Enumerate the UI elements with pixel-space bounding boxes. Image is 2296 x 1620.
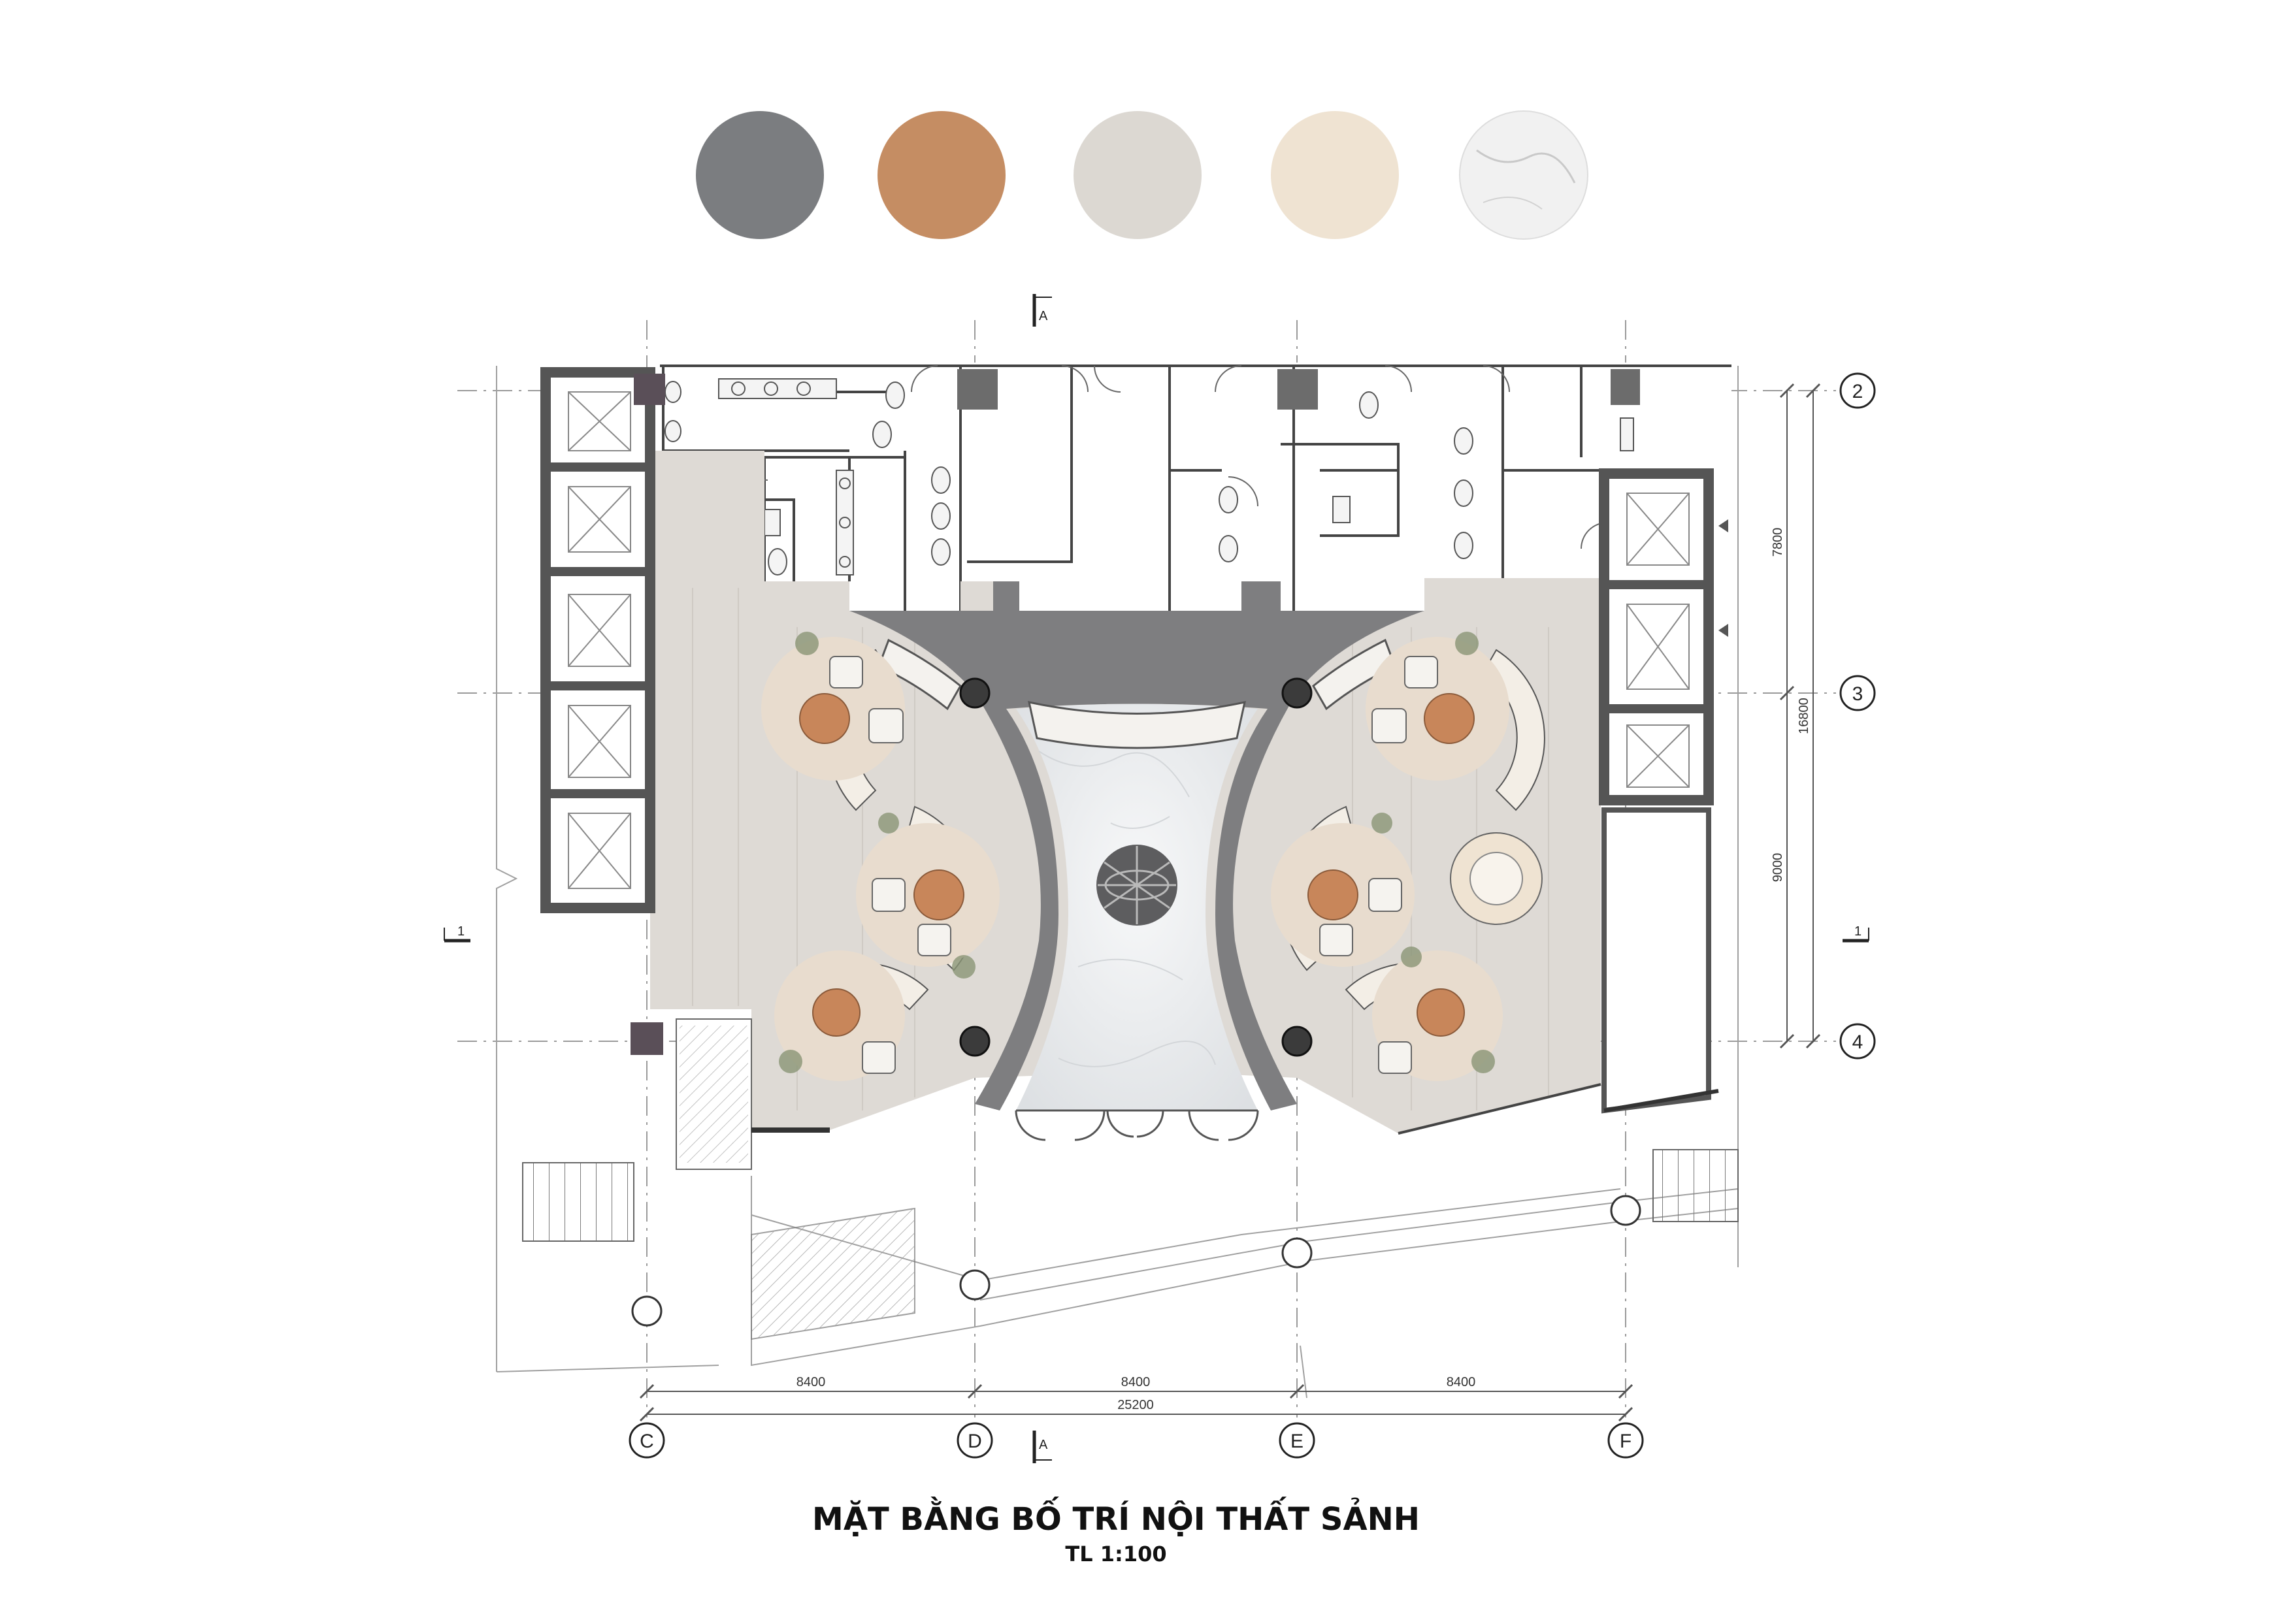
section-1-right: 1 xyxy=(1854,924,1861,939)
grid-bubbles: C D E F 2 3 4 xyxy=(629,372,1876,1459)
drawing-scale: TL 1:100 xyxy=(1065,1542,1166,1566)
grid-label-c: C xyxy=(640,1431,654,1452)
grid-label-e: E xyxy=(1290,1431,1304,1452)
dim-right-2: 9000 xyxy=(1771,853,1785,883)
dim-bottom-total: 25200 xyxy=(1117,1398,1154,1412)
round-sofa xyxy=(1450,832,1543,925)
white-marble-swatch-icon xyxy=(1459,110,1588,240)
section-1-left: 1 xyxy=(457,924,465,939)
cream-wood-swatch-icon xyxy=(1271,111,1399,239)
grid-label-4: 4 xyxy=(1852,1031,1863,1053)
dim-bottom-1: 8400 xyxy=(796,1375,826,1389)
drawing-title: MẶT BẰNG BỐ TRÍ NỘI THẤT SẢNH xyxy=(812,1497,1420,1538)
sculpture-icon xyxy=(1096,845,1177,926)
dim-right-total: 16800 xyxy=(1797,698,1811,734)
grid-label-f: F xyxy=(1620,1431,1632,1452)
material-swatches xyxy=(696,110,1588,240)
grid-label-d: D xyxy=(968,1431,982,1452)
dim-right-1: 7800 xyxy=(1771,528,1785,557)
elevator-core-left xyxy=(540,367,665,913)
section-a-top: A xyxy=(1039,309,1048,323)
lounge-group xyxy=(761,632,905,811)
section-markers: A A 1 1 xyxy=(444,294,1869,1463)
lounge-group xyxy=(1366,632,1545,811)
dimension-labels: 8400 8400 8400 25200 7800 9000 16800 xyxy=(796,528,1811,1412)
elevator-core-right xyxy=(1599,468,1719,1114)
grid-label-3: 3 xyxy=(1852,683,1863,705)
grid-label-2: 2 xyxy=(1852,381,1863,402)
dim-bottom-2: 8400 xyxy=(1121,1375,1151,1389)
reception-desk xyxy=(877,638,1396,749)
grey-stone-swatch-icon xyxy=(696,111,824,239)
dim-bottom-3: 8400 xyxy=(1447,1375,1476,1389)
light-grey-wood-swatch-icon xyxy=(1074,111,1202,239)
lounge-group xyxy=(856,805,1000,979)
staircase xyxy=(522,1018,1739,1340)
granite-arch xyxy=(849,581,1424,1110)
section-a-bottom: A xyxy=(1039,1438,1048,1452)
lounge-seating xyxy=(761,632,1545,1081)
wood-veneer-swatch-icon xyxy=(877,111,1006,239)
lounge-group xyxy=(1345,947,1503,1081)
dimension-lines xyxy=(639,383,1821,1422)
lounge-group xyxy=(1271,805,1415,971)
services-block xyxy=(660,363,1731,617)
lounge-group xyxy=(774,950,929,1081)
